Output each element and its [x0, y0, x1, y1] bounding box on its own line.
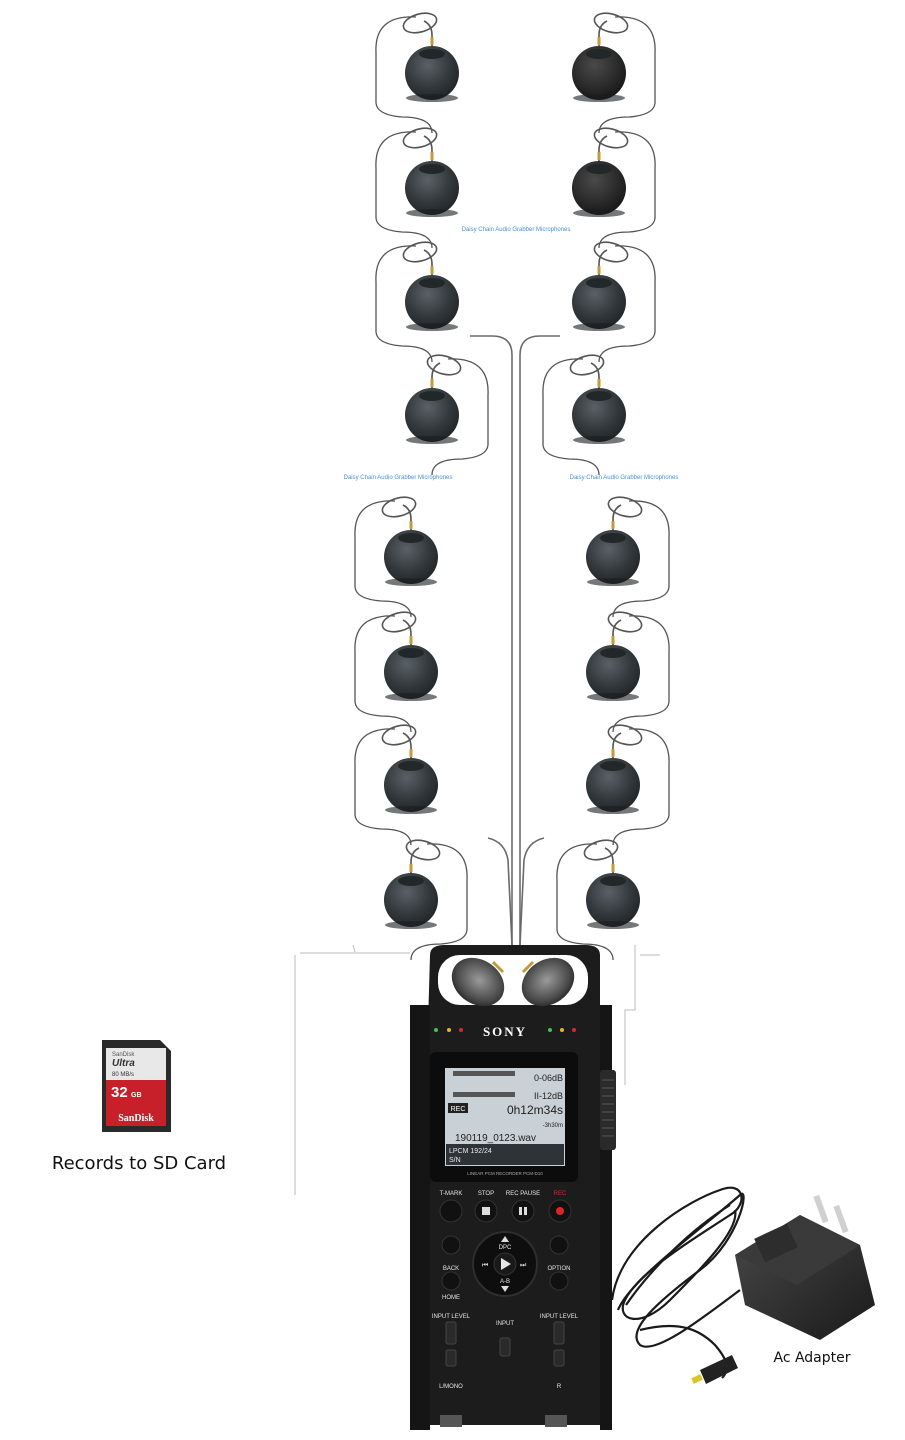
right-mic-switch[interactable] [553, 1349, 565, 1367]
stop-label: STOP [478, 1191, 494, 1197]
left-level-switch[interactable] [445, 1321, 457, 1345]
microphone [586, 724, 670, 846]
input-level-label-right: INPUT LEVEL [540, 1314, 579, 1320]
lcd-remaining: -3h30m [543, 1123, 563, 1129]
recorder: SONY 0-06dB II-12dB REC 0h12m34s -3h30m … [410, 945, 616, 1430]
home-label: HOME [442, 1295, 460, 1301]
sd-product: Ultra [112, 1058, 135, 1069]
option-button[interactable] [549, 1271, 569, 1291]
rec-pause-label: REC PAUSE [506, 1191, 540, 1197]
microphone [572, 12, 656, 134]
input-switch[interactable] [499, 1337, 511, 1357]
top-chain-label: Daisy Chain Audio Grabber Microphones [462, 227, 571, 233]
microphone [354, 724, 438, 846]
microphone [375, 12, 459, 134]
microphone-group [354, 12, 670, 961]
lcd-elapsed: 0h12m34s [507, 1103, 563, 1117]
input-label: INPUT [496, 1321, 514, 1327]
back-label: BACK [443, 1266, 459, 1272]
lcd-level-bottom: II-12dB [534, 1091, 563, 1101]
microphone [405, 354, 489, 476]
recorder-model: LINEAR PCM RECORDER PCM-D10 [467, 1171, 543, 1176]
fast-forward-icon[interactable]: ⏭ [520, 1261, 527, 1269]
tmark-label: T-MARK [440, 1191, 463, 1197]
option-label: OPTION [547, 1266, 570, 1272]
c1-button[interactable] [441, 1235, 461, 1255]
microphone [542, 354, 626, 476]
microphone [375, 241, 459, 363]
microphone [354, 496, 438, 618]
sd-capacity: 32 [111, 1084, 128, 1101]
microphone [384, 839, 468, 961]
lmono-label: L/MONO [439, 1384, 463, 1390]
microphone [586, 496, 670, 618]
rewind-icon[interactable]: ⏮ [482, 1261, 488, 1269]
lcd-format: LPCM 192/24 [449, 1148, 492, 1155]
microphone [572, 241, 656, 363]
input-level-label-left: INPUT LEVEL [432, 1314, 471, 1320]
recorder-brand: SONY [483, 1024, 527, 1039]
back-home-button[interactable] [441, 1271, 461, 1291]
tmark-button[interactable] [439, 1199, 463, 1223]
right-level-switch[interactable] [553, 1321, 565, 1345]
sd-caption: Records to SD Card [52, 1153, 226, 1174]
sd-capacity-unit: GB [131, 1092, 142, 1099]
sd-brand-bottom: SanDisk [118, 1113, 154, 1124]
sd-speed: 80 MB/s [112, 1072, 134, 1078]
ac-adapter [610, 1186, 875, 1384]
recorder-mic-capsules [451, 957, 575, 1007]
ab-label: A-B [500, 1279, 510, 1285]
c2-button[interactable] [549, 1235, 569, 1255]
right-chain-label: Daisy Chain Audio Grabber Microphones [570, 475, 679, 481]
lcd-rec-badge [448, 1103, 468, 1113]
rec-pause-button[interactable] [511, 1199, 535, 1223]
left-chain-label: Daisy Chain Audio Grabber Microphones [344, 475, 453, 481]
lcd-filename: 190119_0123.wav [455, 1133, 536, 1144]
r-label: R [557, 1384, 562, 1390]
dpc-label: DPC [499, 1245, 512, 1251]
left-mic-switch[interactable] [445, 1349, 457, 1367]
microphone [375, 127, 459, 249]
background-outlines [294, 944, 660, 1195]
microphone [572, 127, 656, 249]
sd-card: SanDisk Ultra 80 MB/s 32 GB SanDisk [102, 1040, 171, 1132]
lcd-level-top: 0-06dB [534, 1073, 563, 1083]
adapter-caption: Ac Adapter [773, 1350, 850, 1366]
microphone [354, 611, 438, 733]
sd-brand-top: SanDisk [112, 1052, 135, 1058]
microphone [556, 839, 640, 961]
rec-label: REC [554, 1191, 567, 1197]
trunk-cables [470, 335, 560, 946]
lcd-rec-text: REC [451, 1106, 466, 1113]
lcd-mode: S/N [449, 1157, 461, 1164]
microphone [586, 611, 670, 733]
